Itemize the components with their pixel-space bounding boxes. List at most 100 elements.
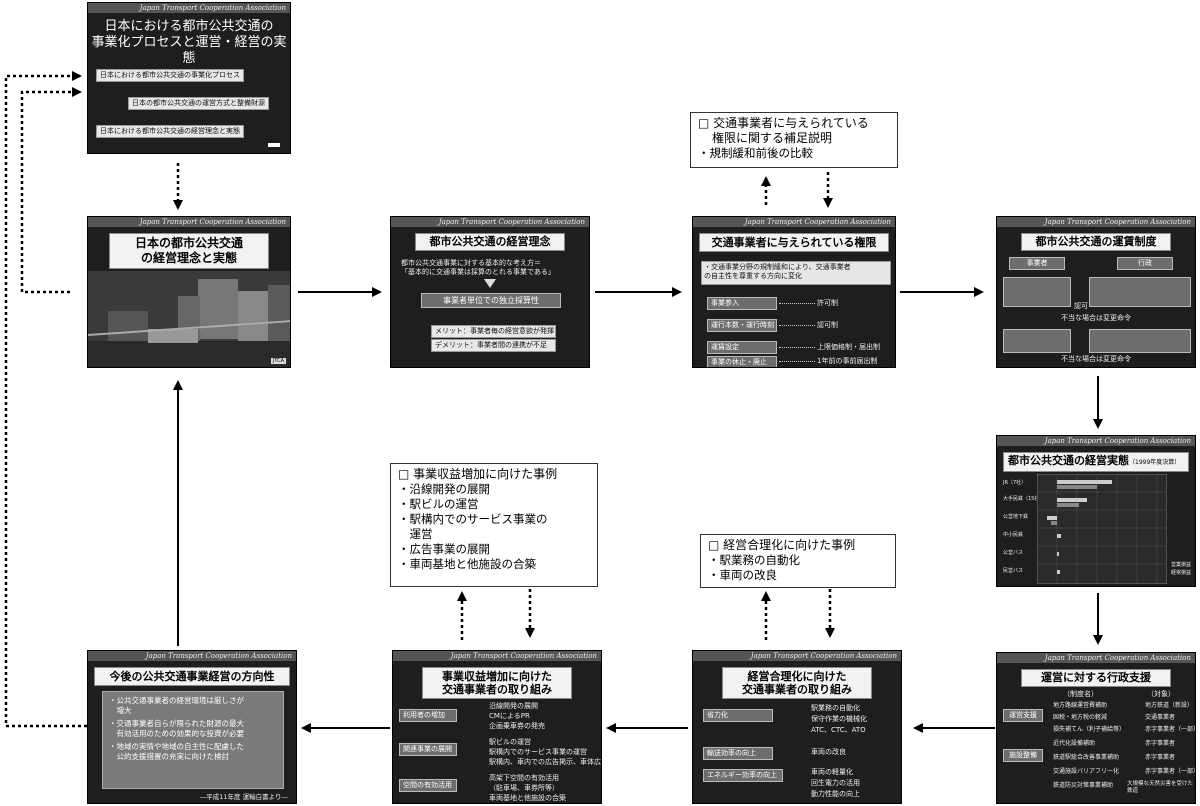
note-item: ・車両の改良 [708,568,777,582]
note-item: 運営 [398,527,433,541]
note-item: ・駅ビルの運営 [398,497,479,511]
slide-header: Japan Transport Cooperation Association [997,436,1195,446]
row-name: 近代化設備補助 [1053,740,1096,747]
source-text: ―平成11年度 運輸白書より― [199,793,288,801]
city-photo [88,271,290,367]
note-title: 権限に関する補足説明 [712,131,833,145]
category-label: エネルギー効率の向上 [703,769,783,782]
note-revenue: □ 事業収益増加に向けた事例 ・沿線開発の展開 ・駅ビルの運営 ・駅構内でのサー… [390,463,598,587]
category-label: 公営バス [1003,550,1024,556]
note-rationalize: □ 経営合理化に向けた事例 ・駅業務の自動化 ・車両の改良 [700,534,896,588]
note-item: ・沿線開発の展開 [398,482,490,496]
category-label: 関連事業の展開 [399,743,457,756]
list-item: 駅構内でのサービス事業の運営 [489,748,587,756]
lead-text: 都市公共交通事業に対する基本的な考え方＝ [401,259,541,267]
slide-header: Japan Transport Cooperation Association [88,651,296,661]
slide-header: Japan Transport Cooperation Association [693,217,895,227]
loop-future-to-intro [4,71,87,728]
list-item: ATC、CTC、ATO [811,726,866,734]
block [1003,329,1071,353]
lead-block [701,261,891,285]
slide-revenue: Japan Transport Cooperation Association … [392,650,602,804]
slide-header: Japan Transport Cooperation Association [88,217,290,227]
legend-item: 経常損益 [1171,570,1192,576]
slide-authority: Japan Transport Cooperation Association … [692,216,896,368]
row-target: 交通事業者 [1145,714,1176,721]
list-item: 保守作業の機械化 [811,715,867,723]
note-authority: □ 交通事業者に与えられている 権限に関する補足説明 ・規制緩和前後の比較 [690,112,898,168]
list-item: 駅構内、車内での広告掲示、車体広告 [489,758,602,766]
slide-future: Japan Transport Cooperation Association … [87,650,297,804]
category-label: 運営支援 [1003,709,1043,722]
row-label: 運行本数・運行時刻 [707,319,777,332]
row-label: 運賃設定 [707,341,777,354]
slide-title: 交通事業者に与えられている権限 [699,233,889,252]
row-name: 損失補てん（利子補給等） [1053,726,1126,733]
slide-rationalize: Japan Transport Cooperation Association … [692,650,902,804]
slide-title: 今後の公共交通事業経営の方向性 [94,667,290,686]
list-item: 車両基地と他施設の合築 [489,794,566,802]
slide-intro: Japan Transport Cooperation Association … [87,2,291,154]
row-name: 国税・地方税の軽減 [1053,714,1108,721]
merit-box: メリット：事業者毎の経営意欲が発揮 [431,325,556,338]
row-name: 鉄道駅総合改善事業補助 [1053,754,1120,761]
logo: JTCA [270,358,286,364]
column-header: 事業者 [1009,257,1065,270]
slide-philosophy: Japan Transport Cooperation Association … [390,216,590,368]
connector [779,303,815,304]
note-title: □ 交通事業者に与えられている [698,116,869,130]
loop-concept-to-intro [20,87,82,294]
legend-item: 営業損益 [1171,562,1192,568]
note-title: □ 事業収益増加に向けた事例 [398,467,558,481]
list-item: 回生電力の活用 [811,779,860,787]
column-header: 行政 [1117,257,1173,270]
central-box: 事業者単位での独立採算性 [421,293,561,308]
demerit-box: デメリット：事業者間の連携が不足 [431,339,556,352]
slide-title: 都市公共交通の経営理念 [415,233,565,251]
block [1089,277,1191,307]
row-value: 上限価格制・届出制 [817,343,880,351]
slide-header: Japan Transport Cooperation Association [693,651,901,661]
note-item: ・広告事業の展開 [398,542,490,556]
slide-title: 都市公共交通の運賃制度 [1021,233,1171,251]
lead-text: ・交通事業分野の規制緩和により、交通事業者 [704,263,851,271]
connector [779,361,815,362]
note-text: 不当な場合は変更命令 [1061,314,1131,322]
slide-title: 事業収益増加に向けた 交通事業者の取り組み [422,667,572,699]
note-item: ・駅業務の自動化 [708,553,800,567]
category-label: 施設整備 [1003,749,1043,762]
slide-header: Japan Transport Cooperation Association [393,651,601,661]
list-item: 駅業務の自動化 [811,704,860,712]
list-item: CMによるPR [489,712,530,720]
row-target: 赤字事業者（一部） [1145,726,1196,733]
slide-concept: Japan Transport Cooperation Association … [87,216,291,368]
list-item: 日本における都市公共交通の事業化プロセス [96,69,244,82]
block [1089,329,1191,353]
lead-text: 「基本的に交通事業は採算のとれる事業である」 [401,268,555,276]
row-value: 認可制 [817,321,838,329]
bullet-item: ・交通事業者自らが限られた財源の最大 有効活用のための効果的な投資が必要 [109,719,244,738]
list-item: 駅ビルの運営 [489,738,531,746]
bullet-panel: ・公共交通事業者の経営環境は厳しさが 増大 ・交通事業者自らが限られた財源の最大… [102,691,284,789]
note-item: ・車両基地と他施設の合築 [398,557,536,571]
list-item: 沿線開発の展開 [489,702,538,710]
row-name: 鉄道防災対策事業補助 [1053,782,1114,789]
list-item: 車両の軽量化 [811,768,853,776]
category-label: JR（7社） [1003,480,1027,486]
slide-title: 都市公共交通の経営実態（1999年度決算） [1003,452,1189,472]
note-text: 不当な場合は変更命令 [1061,355,1131,363]
slide-fare: Japan Transport Cooperation Association … [996,216,1196,368]
column-header: （制度名） [1063,690,1098,698]
slide-title: 経営合理化に向けた 交通事業者の取り組み [722,667,872,699]
row-value: 許可制 [817,299,838,307]
slide-title: 日本の都市公共交通 の経営理念と実態 [109,233,269,269]
slide-header: Japan Transport Cooperation Association [997,217,1195,227]
slide-header: Japan Transport Cooperation Association [997,653,1195,663]
list-item: 動力性能の向上 [811,790,860,798]
bullet-item: ・地域の実情や地域の自主性に配慮した 公的支援措置の充実に向けた検討 [109,742,244,761]
row-label: 事業参入 [707,297,777,310]
row-target: 赤字事業者（一部） [1145,768,1196,775]
bullet-item: ・公共交通事業者の経営環境は厳しさが 増大 [109,696,244,715]
slide-title: 日本における都市公共交通の 事業化プロセスと運営・経営の実態 [91,19,287,66]
list-item: （駐車場、車券所等） [489,784,559,792]
